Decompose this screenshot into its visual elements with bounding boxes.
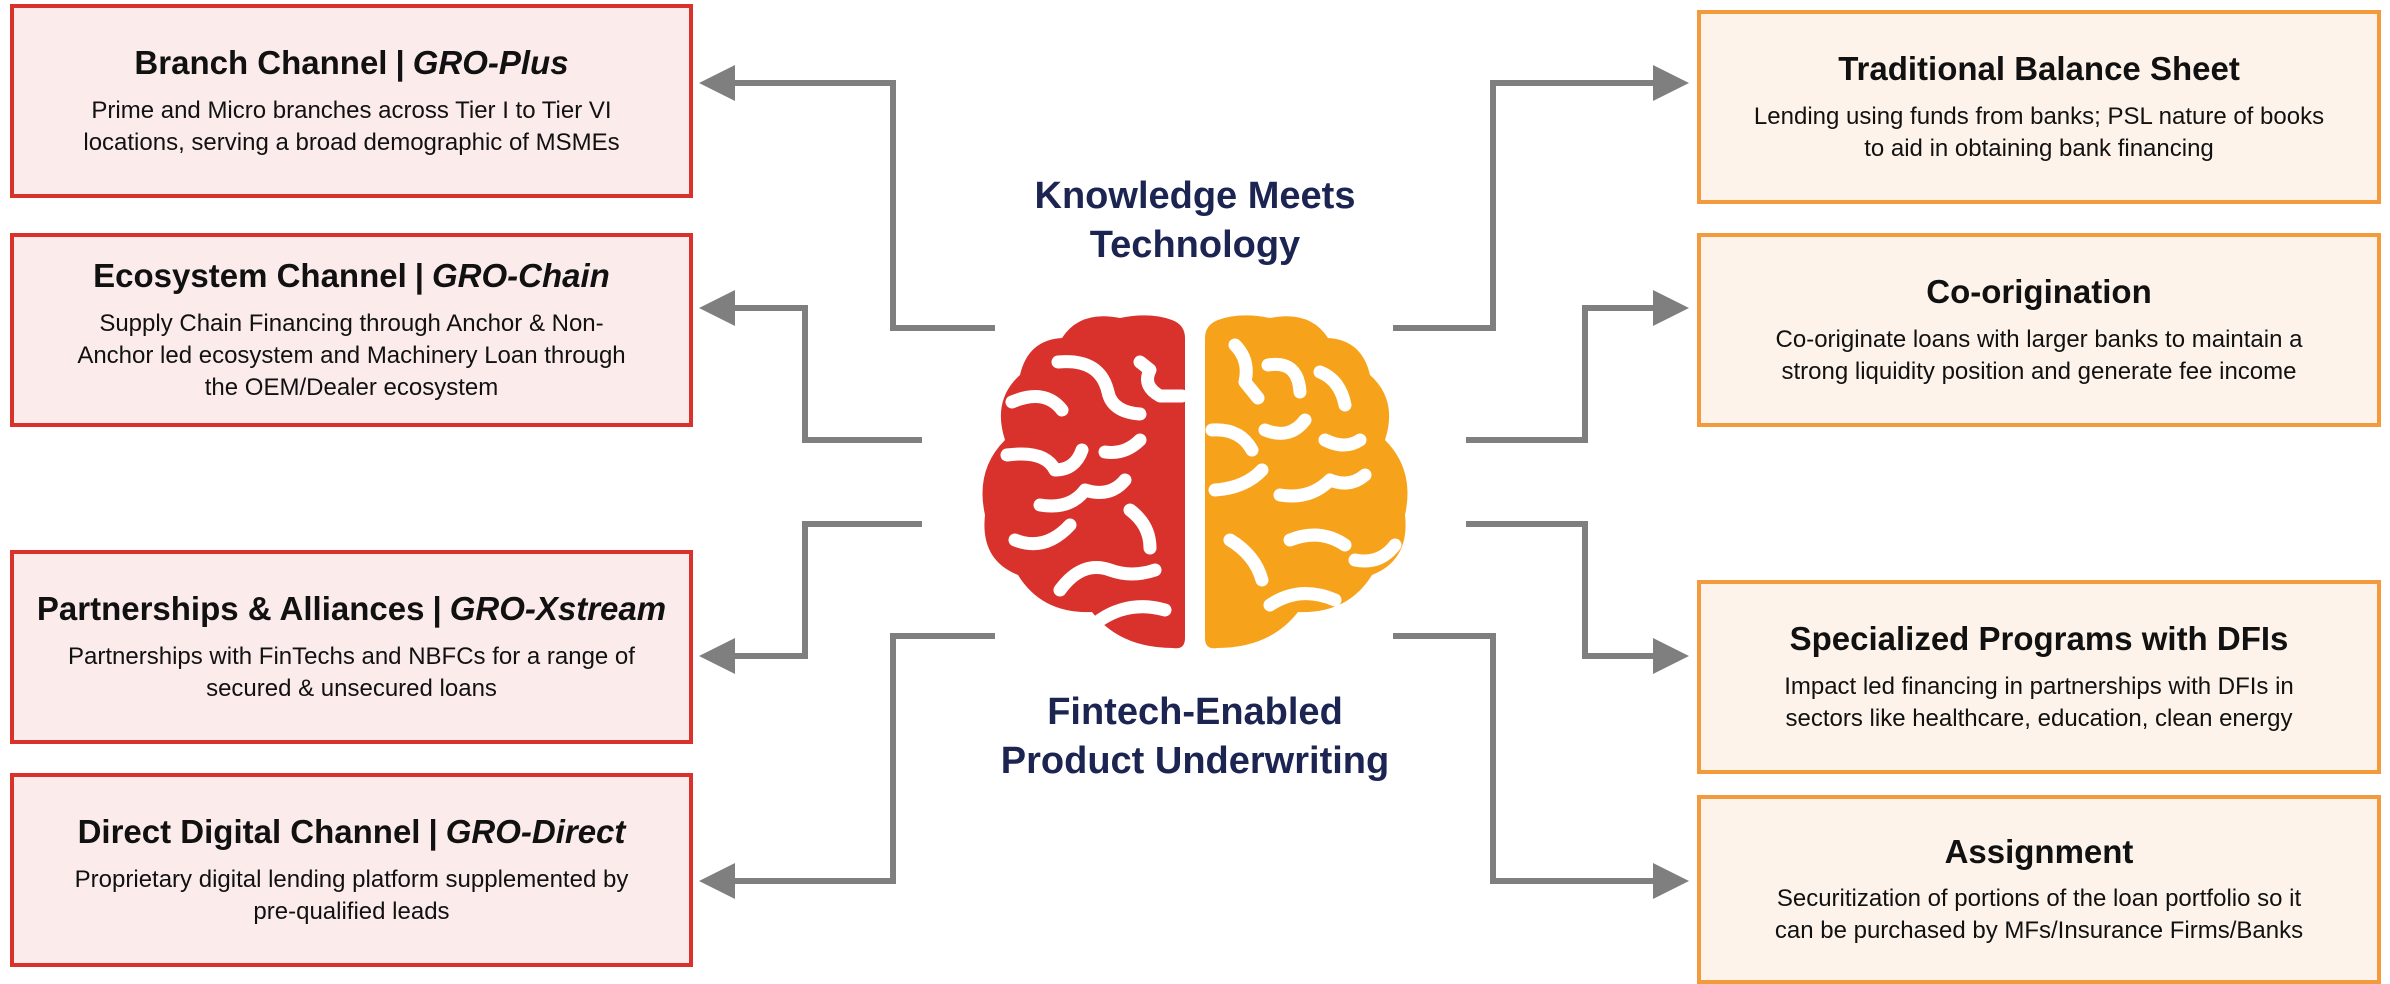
box-title: Direct Digital Channel|GRO-Direct	[77, 813, 626, 851]
box-title: Co-origination	[1926, 273, 2152, 311]
box-title: Ecosystem Channel|GRO-Chain	[93, 257, 610, 295]
connector-assignment	[1393, 633, 1689, 899]
box-traditional-balance-sheet: Traditional Balance Sheet Lending using …	[1697, 10, 2381, 204]
center-heading-bottom: Fintech-Enabled Product Underwriting	[1000, 691, 1390, 783]
box-title: Assignment	[1944, 832, 2134, 870]
box-title: Branch Channel|GRO-Plus	[134, 44, 569, 82]
box-description: Partnerships with FinTechs and NBFCs for…	[68, 642, 635, 702]
box-description: Impact led financing in partnerships wit…	[1784, 672, 2294, 732]
connector-branch	[699, 65, 995, 331]
box-description: Co-originate loans with larger banks to …	[1775, 325, 2303, 385]
box-title: Specialized Programs with DFIs	[1789, 620, 2289, 658]
box-assignment: Assignment Securitization of portions of…	[1697, 795, 2381, 984]
box-ecosystem-channel: Ecosystem Channel|GRO-Chain Supply Chain…	[10, 233, 693, 427]
box-description: Proprietary digital lending platform sup…	[74, 865, 629, 925]
connector-direct	[699, 633, 995, 899]
box-direct-digital-channel: Direct Digital Channel|GRO-Direct Propri…	[10, 773, 693, 967]
box-title: Partnerships & Alliances|GRO-Xstream	[36, 590, 667, 628]
connector-balance-sheet	[1393, 65, 1689, 331]
box-title: Traditional Balance Sheet	[1838, 50, 2240, 88]
box-description: Securitization of portions of the loan p…	[1774, 885, 2304, 945]
box-description: Supply Chain Financing through Anchor & …	[77, 309, 626, 401]
connector-co-origination	[1466, 290, 1689, 443]
connector-partnerships	[699, 521, 922, 674]
box-co-origination: Co-origination Co-originate loans with l…	[1697, 233, 2381, 427]
box-branch-channel: Branch Channel|GRO-Plus Prime and Micro …	[10, 4, 693, 198]
connector-dfis	[1466, 521, 1689, 674]
connector-ecosystem	[699, 290, 922, 443]
box-specialized-programs-dfis: Specialized Programs with DFIs Impact le…	[1697, 580, 2381, 774]
box-description: Lending using funds from banks; PSL natu…	[1753, 102, 2325, 162]
center-heading-top: Knowledge Meets Technology	[1034, 175, 1356, 267]
box-description: Prime and Micro branches across Tier I t…	[83, 96, 620, 156]
box-partnerships-alliances: Partnerships & Alliances|GRO-Xstream Par…	[10, 550, 693, 744]
